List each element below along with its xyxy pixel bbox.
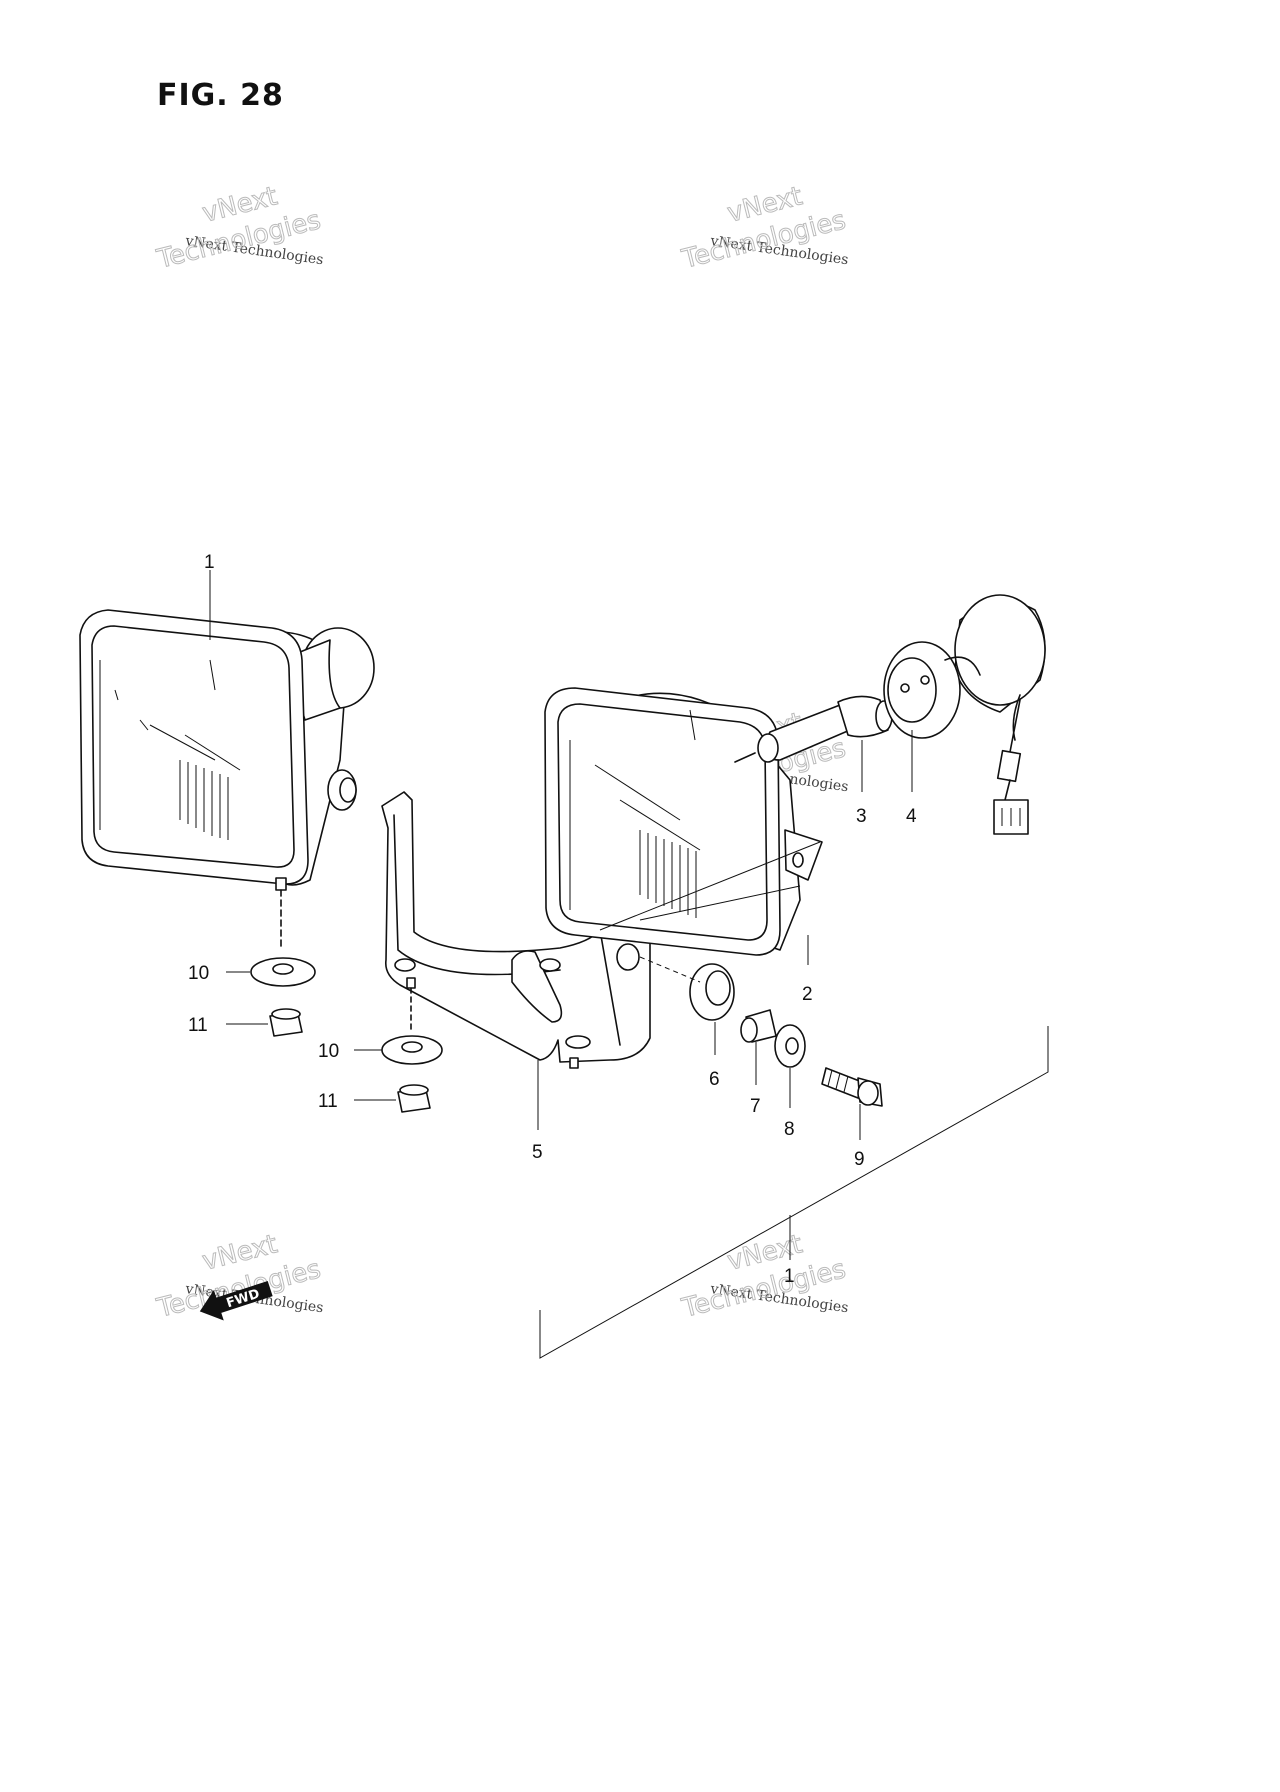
callout-9-bolt: 9: [854, 1149, 865, 1170]
callout-1-assembly: 1: [784, 1266, 795, 1287]
rubber-grommet: [639, 956, 735, 1021]
washer-left: [226, 957, 316, 987]
watermark-top-left: vNext vNext Technologies Technologies: [153, 181, 324, 276]
spacer-collar: [740, 1009, 777, 1043]
washer-center: [354, 1035, 443, 1065]
watermark-bottom-left: vNext vNext Technologies Technologies: [153, 1229, 324, 1325]
callout-4-socket: 4: [906, 806, 917, 827]
callout-10-washer-left: 10: [188, 963, 209, 984]
right-lens-hatching: [639, 830, 697, 918]
left-lens-hatching: [179, 760, 229, 840]
right-headlamp: [544, 687, 823, 956]
watermark-bottom-right: vNext vNext Technologies Technologies: [678, 1229, 849, 1325]
halogen-bulb: [734, 695, 893, 763]
callout-11-nut-center: 11: [318, 1091, 338, 1112]
watermark-top-right: vNext vNext Technologies Technologies: [678, 181, 849, 276]
callout-6-grommet: 6: [709, 1069, 720, 1090]
callout-5-bracket: 5: [532, 1142, 543, 1163]
callout-7-spacer: 7: [750, 1096, 761, 1117]
callout-8-washer: 8: [784, 1119, 795, 1140]
callout-2-right-lamp: 2: [802, 984, 813, 1005]
flat-washer: [774, 1024, 806, 1068]
callout-1-left-lamp: 1: [204, 552, 215, 573]
callout-11-nut-left: 11: [188, 1015, 208, 1036]
callout-10-washer-center: 10: [318, 1041, 339, 1062]
nut-left: [226, 1008, 303, 1037]
nut-center: [354, 1084, 431, 1113]
figure-title: FIG. 28: [157, 78, 284, 113]
hex-bolt: [821, 1067, 883, 1107]
bulb-socket: [883, 594, 1046, 835]
mounting-bracket: [381, 791, 651, 1069]
callout-3-bulb: 3: [856, 806, 867, 827]
callout-leaders: [209, 570, 1049, 1359]
left-headlamp: [79, 609, 375, 951]
